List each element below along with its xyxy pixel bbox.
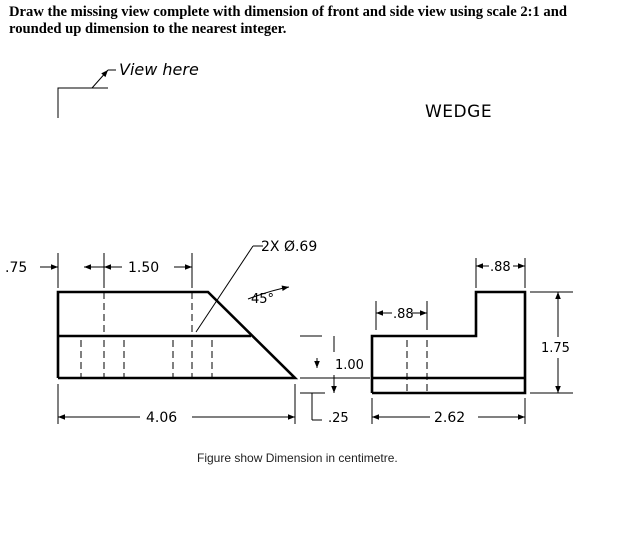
side-view xyxy=(370,290,527,395)
view-direction-symbol xyxy=(57,69,116,118)
front-view-dimensions xyxy=(40,245,370,424)
side-view-dimensions xyxy=(371,258,573,424)
front-view-outline xyxy=(56,290,299,380)
height-label: 1.00 xyxy=(335,358,364,373)
figure-caption: Figure show Dimension in centimetre. xyxy=(197,451,398,465)
drawing-title: WEDGE xyxy=(425,102,492,122)
side-view-outline xyxy=(370,290,527,395)
base-thickness-label: .25 xyxy=(328,411,349,426)
view-here-label: View here xyxy=(119,60,199,79)
left-offset-label: .75 xyxy=(5,260,27,276)
overall-height-label: 1.75 xyxy=(541,341,570,356)
instruction-text: Draw the missing view complete with dime… xyxy=(9,4,567,37)
hole-note-label: 2X Ø.69 xyxy=(261,239,317,255)
front-view xyxy=(56,290,299,380)
hole-spacing-label: 1.50 xyxy=(128,260,159,276)
upright-width-label: .88 xyxy=(490,260,511,275)
overall-length-label: 4.06 xyxy=(146,410,177,426)
angle-label: 45° xyxy=(251,292,274,307)
overall-width-label: 2.62 xyxy=(434,410,465,426)
slot-width-label: .88 xyxy=(393,307,414,322)
